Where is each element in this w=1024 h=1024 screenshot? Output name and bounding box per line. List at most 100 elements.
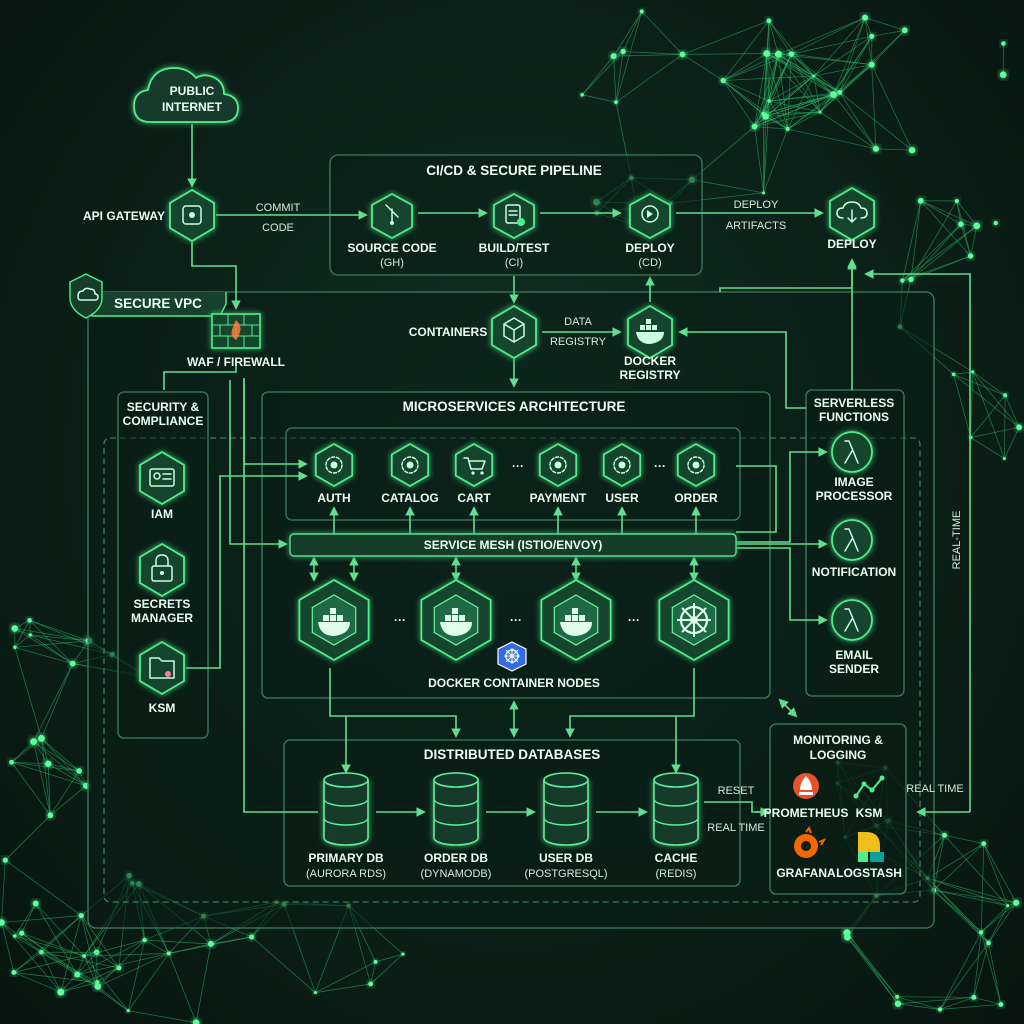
database-node[interactable] xyxy=(543,772,589,846)
lambda-function[interactable] xyxy=(831,431,873,473)
container-node[interactable] xyxy=(658,578,730,662)
network-link xyxy=(763,75,815,115)
network-link xyxy=(833,17,866,95)
containers-node[interactable]: CONTAINERS xyxy=(409,304,537,360)
public-internet-label-2: INTERNET xyxy=(162,100,223,114)
container-node[interactable] xyxy=(540,578,612,662)
network-link xyxy=(168,953,197,1023)
network-link xyxy=(839,92,877,150)
network-node xyxy=(94,983,101,990)
network-link xyxy=(910,223,962,280)
network-node xyxy=(812,74,816,78)
network-link xyxy=(875,148,913,151)
waf-firewall-node[interactable]: WAF / FIREWALL xyxy=(187,313,285,369)
network-link xyxy=(927,843,984,879)
network-link xyxy=(956,200,962,225)
network-link xyxy=(754,53,768,127)
data-registry-label-2: REGISTRY xyxy=(550,336,607,348)
network-link xyxy=(370,961,376,985)
service-auth[interactable]: AUTH xyxy=(314,442,354,505)
kubernetes-badge xyxy=(497,641,527,672)
network-link xyxy=(846,932,899,1005)
network-link xyxy=(972,371,1020,428)
network-link xyxy=(83,939,145,957)
cloud-icon xyxy=(133,67,239,123)
build-test-node[interactable]: BUILD/TEST (CI) xyxy=(479,192,550,269)
network-link xyxy=(864,17,905,31)
iam-node[interactable]: IAM xyxy=(139,450,185,521)
network-link xyxy=(41,738,51,816)
network-link xyxy=(988,902,1017,944)
network-link xyxy=(33,741,80,772)
ksm-monitoring-node[interactable]: KSM xyxy=(853,775,885,821)
container-node[interactable] xyxy=(420,578,492,662)
docker-registry-node[interactable]: DOCKER REGISTRY xyxy=(620,304,681,382)
network-link xyxy=(5,815,51,861)
service-mesh-label: SERVICE MESH (ISTIO/ENVOY) xyxy=(424,538,602,552)
data-registry-label-1: DATA xyxy=(564,316,592,328)
network-link xyxy=(787,75,815,130)
network-node xyxy=(895,994,900,999)
network-link xyxy=(11,738,42,763)
network-link xyxy=(933,889,989,944)
logstash-node[interactable]: LOGSTASH xyxy=(836,832,902,880)
network-link xyxy=(980,905,1009,933)
service-catalog[interactable]: CATALOG xyxy=(381,442,439,505)
network-link xyxy=(833,94,877,150)
network-node xyxy=(47,812,54,819)
lambda-function[interactable] xyxy=(831,599,873,641)
network-link xyxy=(723,80,770,102)
prometheus-node[interactable]: PROMETHEUS xyxy=(764,773,849,820)
network-link xyxy=(920,200,962,225)
network-link xyxy=(13,972,98,983)
network-link xyxy=(77,953,169,976)
network-link xyxy=(96,952,98,983)
network-node xyxy=(908,146,916,154)
network-link xyxy=(897,996,974,998)
network-link xyxy=(953,373,1006,396)
commit-code-label-1: COMMIT xyxy=(256,202,301,214)
lambda-function[interactable] xyxy=(831,519,873,561)
network-link xyxy=(980,902,1017,933)
network-node xyxy=(967,253,974,259)
service-payment[interactable]: PAYMENT xyxy=(530,442,587,505)
network-link xyxy=(615,54,683,103)
network-node xyxy=(249,934,255,940)
service-label: ORDER xyxy=(674,491,718,505)
network-link xyxy=(754,54,779,127)
network-link xyxy=(14,640,89,648)
network-link xyxy=(49,770,80,816)
ksm-security-label: KSM xyxy=(149,701,176,715)
api-gateway-node[interactable]: API GATEWAY xyxy=(83,188,215,243)
network-link xyxy=(722,53,767,81)
network-link xyxy=(910,225,978,280)
nodes-ellipsis-3: ··· xyxy=(628,613,640,627)
network-link xyxy=(84,953,169,957)
service-order[interactable]: ORDER xyxy=(674,442,718,505)
network-link xyxy=(691,179,764,194)
network-link xyxy=(375,953,404,963)
deploy-node[interactable]: DEPLOY xyxy=(827,186,877,251)
source-code-node[interactable]: SOURCE CODE (GH) xyxy=(347,192,437,269)
network-link xyxy=(762,54,779,115)
container-node[interactable] xyxy=(298,578,370,662)
network-node xyxy=(774,50,782,58)
secrets-manager-node[interactable]: SECRETS MANAGER xyxy=(131,542,193,625)
network-link xyxy=(927,877,1017,904)
database-node[interactable] xyxy=(323,772,369,846)
network-node xyxy=(207,940,214,947)
iam-label: IAM xyxy=(151,507,173,521)
network-link xyxy=(910,200,958,280)
service-mesh-bar[interactable] xyxy=(289,533,737,557)
commit-code-label-2: CODE xyxy=(262,222,294,234)
database-node[interactable] xyxy=(653,772,699,846)
network-node xyxy=(30,738,37,746)
service-user[interactable]: USER xyxy=(602,442,642,505)
database-node[interactable] xyxy=(433,772,479,846)
deploy-artifacts-label-1: DEPLOY xyxy=(734,199,779,211)
grafana-node[interactable]: GRAFANA xyxy=(776,825,836,880)
service-cart[interactable]: CART xyxy=(454,442,494,505)
ksm-security-node[interactable]: KSM xyxy=(139,640,185,715)
deploy-cd-node[interactable]: DEPLOY (CD) xyxy=(625,192,675,269)
